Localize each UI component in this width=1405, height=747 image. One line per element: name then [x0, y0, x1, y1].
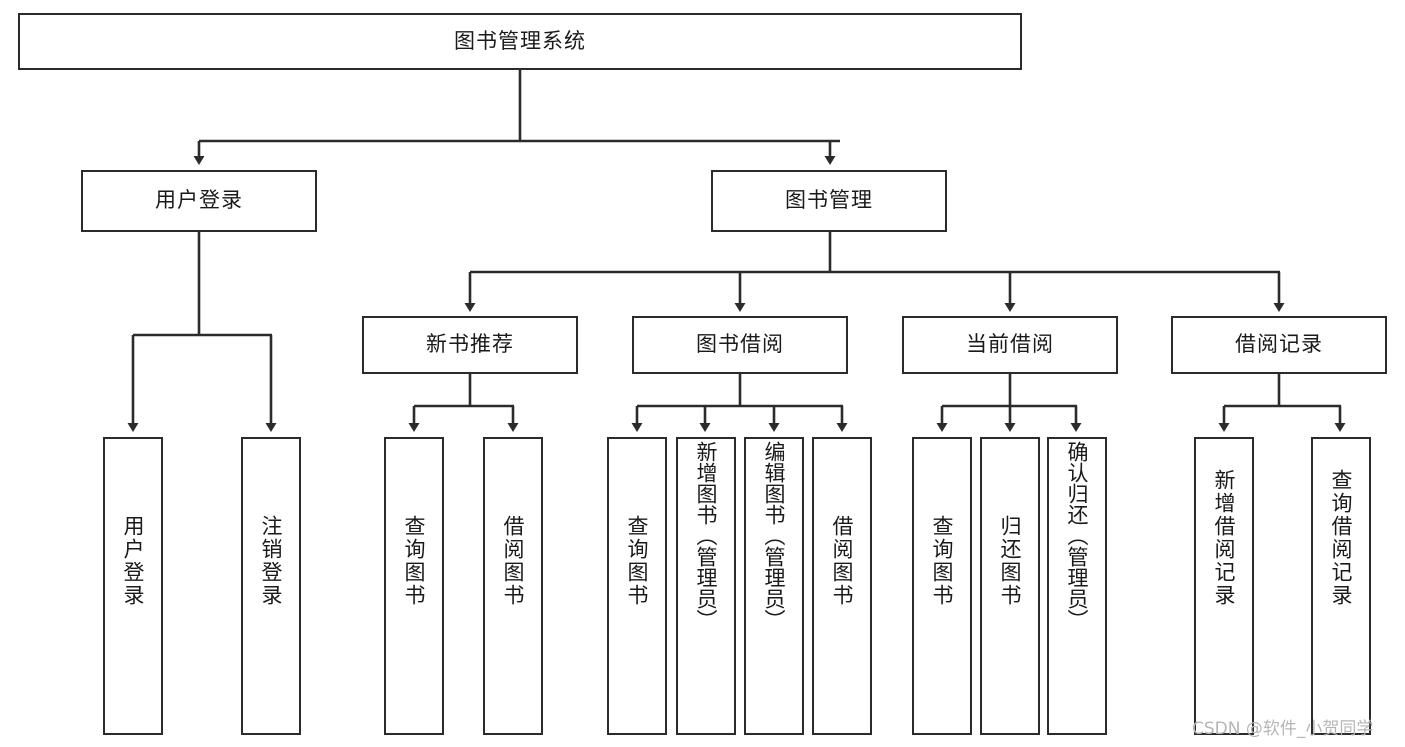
node-user-login[interactable]: 用户登录	[81, 170, 317, 232]
node-leaf-query-book-3[interactable]: 查询图书	[912, 437, 972, 735]
node-leaf-user-login[interactable]: 用户登录	[103, 437, 163, 735]
node-borrow-record[interactable]: 借阅记录	[1171, 316, 1387, 374]
node-leaf-query-record[interactable]: 查询借阅记录	[1311, 437, 1371, 735]
node-leaf-confirm-return[interactable]: 确认归还（管理员）	[1047, 437, 1107, 735]
node-leaf-edit-book[interactable]: 编辑图书（管理员）	[744, 437, 804, 735]
node-new-book-rec[interactable]: 新书推荐	[362, 316, 578, 374]
node-current-borrow[interactable]: 当前借阅	[902, 316, 1118, 374]
watermark-text: CSDN @软件_小贺同学	[1192, 719, 1374, 739]
node-leaf-add-record[interactable]: 新增借阅记录	[1194, 437, 1254, 735]
node-leaf-add-book[interactable]: 新增图书（管理员）	[676, 437, 736, 735]
node-leaf-query-book-1[interactable]: 查询图书	[384, 437, 444, 735]
node-leaf-logout[interactable]: 注销登录	[241, 437, 301, 735]
node-leaf-query-book-2[interactable]: 查询图书	[607, 437, 667, 735]
node-leaf-return-book[interactable]: 归还图书	[980, 437, 1040, 735]
node-leaf-borrow-book-2[interactable]: 借阅图书	[812, 437, 872, 735]
node-book-borrow[interactable]: 图书借阅	[632, 316, 848, 374]
node-root[interactable]: 图书管理系统	[18, 13, 1022, 70]
node-leaf-borrow-book-1[interactable]: 借阅图书	[483, 437, 543, 735]
node-book-manage[interactable]: 图书管理	[711, 170, 947, 232]
